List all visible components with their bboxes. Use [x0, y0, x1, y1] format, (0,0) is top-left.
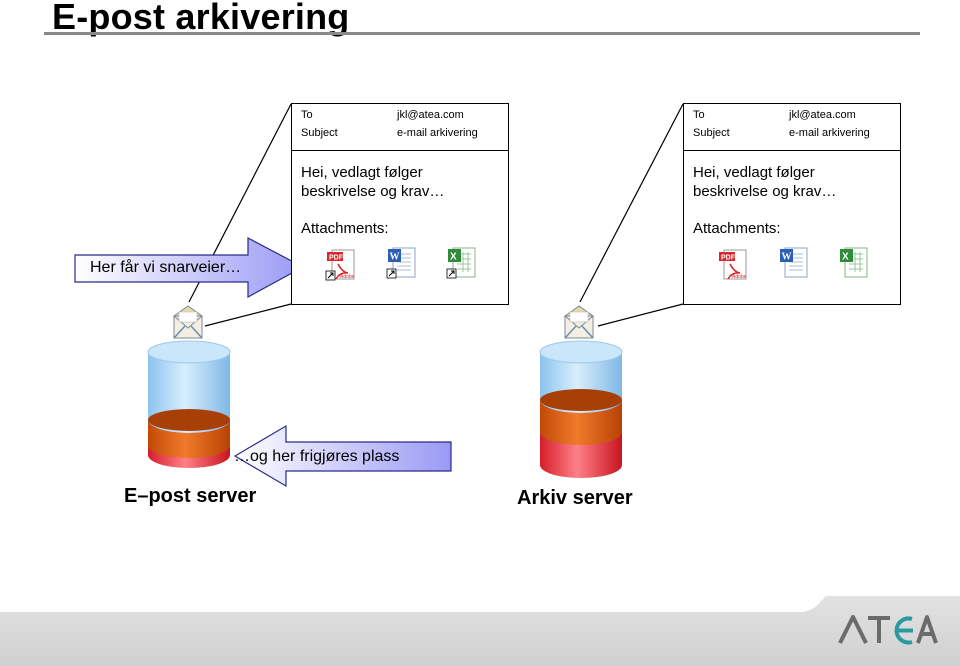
to-label: To	[693, 109, 705, 121]
email-preview-archived: To jkl@atea.com Subject e-mail arkiverin…	[683, 103, 901, 305]
svg-text:Adobe: Adobe	[732, 274, 747, 280]
freed-space-arrow	[233, 424, 452, 488]
svg-text:W: W	[782, 252, 792, 263]
svg-text:PDF: PDF	[721, 255, 736, 262]
freed-space-callout: …og her frigjøres plass	[234, 448, 400, 465]
atea-logo	[838, 615, 938, 645]
word-icon[interactable]: W	[777, 246, 809, 280]
subject-value: e-mail arkivering	[397, 127, 478, 139]
svg-text:PDF: PDF	[329, 255, 344, 262]
title-divider	[44, 32, 920, 35]
email-header: To jkl@atea.com Subject e-mail arkiverin…	[292, 104, 508, 151]
pdf-shortcut-icon[interactable]: PDF Adobe	[324, 248, 356, 282]
page-title: E-post arkivering	[52, 0, 350, 37]
envelope-icon-right	[563, 305, 595, 339]
footer-band	[0, 596, 960, 666]
envelope-icon-left	[172, 305, 204, 339]
excel-shortcut-icon[interactable]: X	[445, 246, 477, 280]
svg-text:X: X	[450, 252, 457, 263]
archive-server-cylinder	[539, 340, 623, 478]
excel-icon[interactable]: X	[837, 246, 869, 280]
email-server-label: E–post server	[124, 485, 257, 507]
email-server-cylinder	[147, 340, 231, 468]
zoom-lines-right	[579, 103, 684, 327]
email-body: Hei, vedlagt følger beskrivelse og krav…	[693, 164, 837, 200]
pdf-icon[interactable]: PDF Adobe	[716, 248, 748, 282]
shortcuts-callout: Her får vi snarveier…	[90, 259, 242, 276]
email-preview-shortcut: To jkl@atea.com Subject e-mail arkiverin…	[291, 103, 509, 305]
svg-text:W: W	[390, 252, 400, 263]
svg-text:Adobe: Adobe	[340, 274, 355, 280]
subject-value: e-mail arkivering	[789, 127, 870, 139]
zoom-lines-left	[188, 103, 292, 327]
email-header: To jkl@atea.com Subject e-mail arkiverin…	[684, 104, 900, 151]
word-shortcut-icon[interactable]: W	[385, 246, 417, 280]
attachments-label: Attachments:	[301, 220, 389, 237]
subject-label: Subject	[693, 127, 730, 139]
to-label: To	[301, 109, 313, 121]
attachments-label: Attachments:	[693, 220, 781, 237]
subject-label: Subject	[301, 127, 338, 139]
to-value: jkl@atea.com	[397, 109, 464, 121]
svg-text:X: X	[842, 252, 849, 263]
archive-server-label: Arkiv server	[517, 487, 633, 509]
to-value: jkl@atea.com	[789, 109, 856, 121]
email-body: Hei, vedlagt følger beskrivelse og krav…	[301, 164, 445, 200]
shortcuts-arrow	[74, 237, 305, 299]
